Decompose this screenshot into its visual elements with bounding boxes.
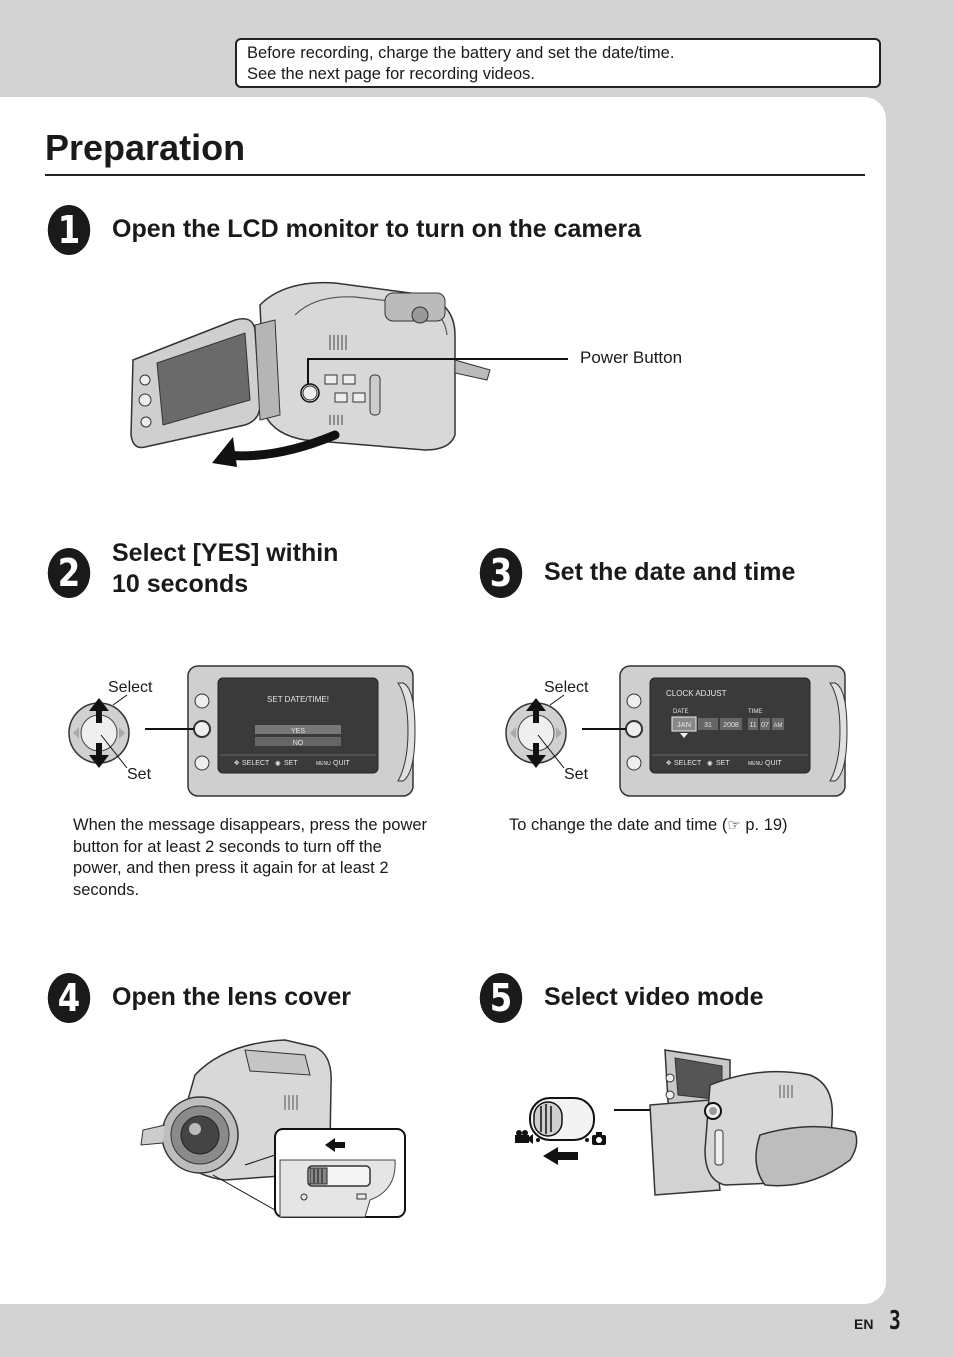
lcd-title: SET DATE/TIME! bbox=[267, 695, 329, 704]
lcd-option-no: NO bbox=[293, 740, 304, 747]
step-1-number: 1 bbox=[47, 205, 91, 255]
pointing-hand-icon: ☞ bbox=[727, 817, 741, 834]
lcd-footer-set: SET bbox=[716, 760, 730, 767]
step-2-heading: Select [YES] within 10 seconds bbox=[112, 538, 338, 600]
lcd-minute: 07 bbox=[761, 722, 769, 729]
step-3-number: 3 bbox=[479, 548, 523, 598]
step-2-number: 2 bbox=[47, 548, 91, 598]
step-5-number: 5 bbox=[479, 973, 523, 1023]
step-4-number: 4 bbox=[47, 973, 91, 1023]
step-4-heading: Open the lens cover bbox=[112, 983, 351, 1011]
step-2-joystick-illustration bbox=[68, 694, 130, 769]
svg-text:✥: ✥ bbox=[234, 759, 240, 767]
step-3-joystick-illustration bbox=[505, 694, 567, 769]
camcorder-lcd-open-illustration bbox=[130, 281, 568, 467]
page-number: 3 bbox=[888, 1306, 901, 1336]
step-3-set-label: Set bbox=[564, 766, 589, 783]
step-3-lcd-screen: CLOCK ADJUST DATE TIME JAN 31 2008 11 07… bbox=[582, 665, 848, 797]
lcd-year: 2008 bbox=[723, 722, 739, 729]
notice-box: Before recording, charge the battery and… bbox=[235, 38, 881, 88]
title-rule bbox=[45, 174, 865, 176]
lcd-footer-set: SET bbox=[284, 760, 298, 767]
step-2-set-label: Set bbox=[127, 766, 152, 783]
lcd-date-label: DATE bbox=[673, 709, 689, 715]
lcd-ampm: AM bbox=[774, 723, 783, 729]
lcd-footer-quit: QUIT bbox=[765, 760, 782, 767]
step-2-lcd-screen: SET DATE/TIME! YES NO ✥ SELECT ◉ SET MEN… bbox=[145, 665, 416, 797]
step-2-select-label: Select bbox=[108, 679, 153, 696]
step-2-description: When the message disappears, press the p… bbox=[73, 816, 428, 899]
svg-text:◉: ◉ bbox=[275, 760, 281, 767]
lcd-clock-title: CLOCK ADJUST bbox=[666, 689, 727, 698]
lens-cover-illustration bbox=[140, 1039, 406, 1218]
language-label: EN bbox=[854, 1316, 874, 1332]
step-3-description: To change the date and time (☞ p. 19) bbox=[509, 815, 788, 837]
lcd-time-label: TIME bbox=[748, 709, 762, 715]
lcd-footer-menu: MENU bbox=[316, 761, 331, 767]
step-5-heading: Select video mode bbox=[544, 983, 764, 1011]
step-3-description-ref: p. 19) bbox=[745, 816, 788, 834]
lcd-day: 31 bbox=[704, 722, 712, 729]
lcd-footer-quit: QUIT bbox=[333, 760, 350, 767]
step-2-heading-line-1: Select [YES] within bbox=[112, 539, 339, 567]
page-title: Preparation bbox=[45, 127, 246, 168]
svg-text:◉: ◉ bbox=[707, 760, 713, 767]
step-3-description-prefix: To change the date and time ( bbox=[509, 816, 728, 834]
lcd-month: JAN bbox=[677, 720, 691, 729]
step-3-select-label: Select bbox=[544, 679, 589, 696]
lcd-footer-select: SELECT bbox=[242, 760, 270, 767]
power-button-label: Power Button bbox=[580, 348, 683, 367]
lcd-hour: 11 bbox=[749, 722, 756, 729]
lcd-footer-menu: MENU bbox=[748, 761, 763, 767]
svg-text:✥: ✥ bbox=[666, 759, 672, 767]
step-3-heading: Set the date and time bbox=[544, 558, 796, 586]
lcd-footer-select: SELECT bbox=[674, 760, 702, 767]
notice-line-1: Before recording, charge the battery and… bbox=[247, 44, 675, 62]
step-2-heading-line-2: 10 seconds bbox=[112, 570, 249, 598]
video-mode-illustration bbox=[515, 1049, 858, 1196]
notice-line-2: See the next page for recording videos. bbox=[247, 65, 536, 83]
lcd-option-yes: YES bbox=[291, 728, 305, 735]
step-1-heading: Open the LCD monitor to turn on the came… bbox=[112, 215, 642, 243]
